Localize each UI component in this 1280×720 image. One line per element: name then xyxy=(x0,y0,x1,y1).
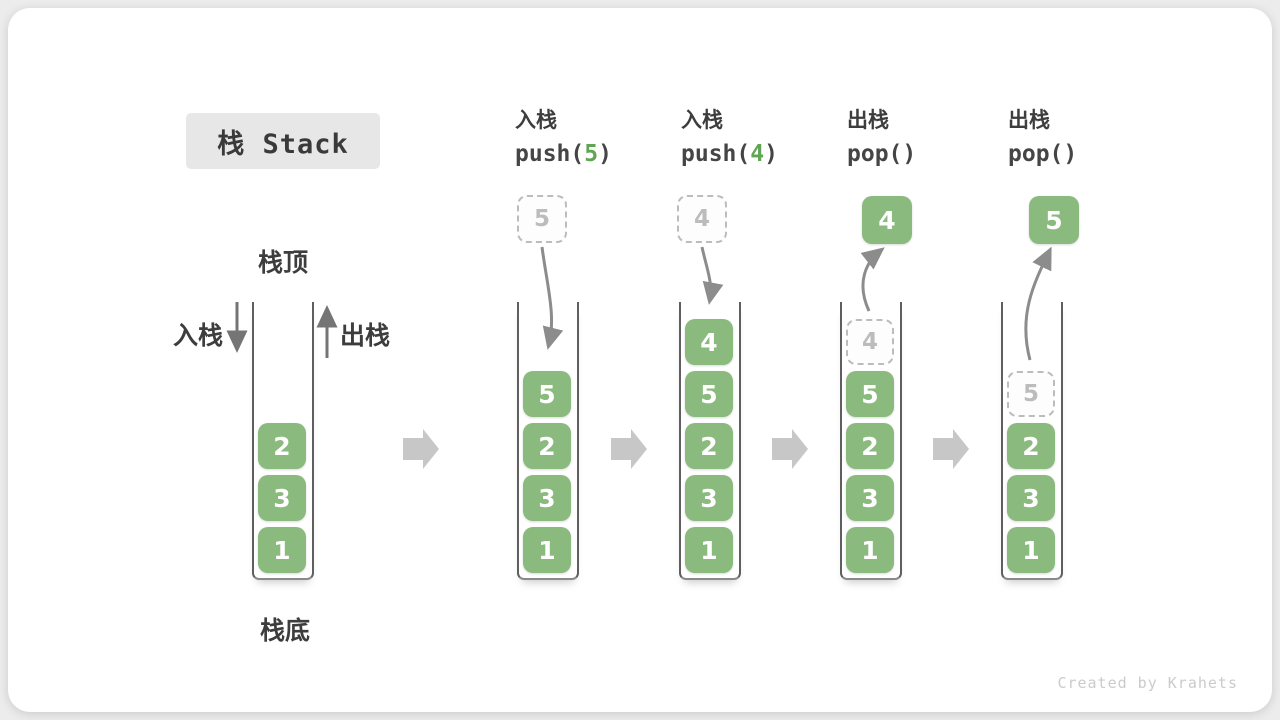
push-side-label: 入栈 xyxy=(173,322,224,350)
code-open: pop( xyxy=(1008,141,1064,167)
op-name: 出栈 xyxy=(1008,109,1050,132)
pop-side-label: 出栈 xyxy=(340,322,391,350)
code-arg: 5 xyxy=(584,141,599,167)
diagram-title-text: 栈 Stack xyxy=(217,128,349,160)
op-label-pop-5: 出栈 pop() xyxy=(1008,106,1077,172)
code-arg: 4 xyxy=(750,141,765,167)
op-label-push-5: 入栈 push(5) xyxy=(515,106,612,172)
stack-bottom-label: 栈底 xyxy=(259,617,310,645)
stack-cell: 3 xyxy=(685,475,733,521)
stack-top-label: 栈顶 xyxy=(257,249,308,277)
floating-popped-value: 5 xyxy=(1029,196,1079,244)
code-open: push( xyxy=(681,141,751,167)
floating-push-value: 5 xyxy=(517,195,567,243)
stack-cell: 1 xyxy=(523,527,571,573)
op-code: push(5) xyxy=(515,136,612,172)
stack-cell: 3 xyxy=(846,475,894,521)
stack-cell: 3 xyxy=(523,475,571,521)
op-name: 入栈 xyxy=(681,109,723,132)
stack-cell: 1 xyxy=(1007,527,1055,573)
stack-cell: 3 xyxy=(1007,475,1055,521)
stack-cell: 5 xyxy=(523,371,571,417)
stack-cell: 1 xyxy=(258,527,306,573)
stack-cell: 2 xyxy=(1007,423,1055,469)
stack-cell: 2 xyxy=(846,423,894,469)
op-code: pop() xyxy=(847,136,916,172)
code-close: ) xyxy=(902,141,917,167)
op-code: push(4) xyxy=(681,136,778,172)
stack-cell: 2 xyxy=(685,423,733,469)
floating-push-value: 4 xyxy=(677,195,727,243)
stack-cell: 4 xyxy=(685,319,733,365)
code-close: ) xyxy=(598,141,612,167)
stack-cell: 5 xyxy=(846,371,894,417)
watermark: Created by Krahets xyxy=(1057,674,1238,692)
op-label-push-4: 入栈 push(4) xyxy=(681,106,778,172)
code-close: ) xyxy=(764,141,778,167)
stack-cell: 2 xyxy=(523,423,571,469)
op-code: pop() xyxy=(1008,136,1077,172)
code-open: pop( xyxy=(847,141,903,167)
op-name: 出栈 xyxy=(847,109,889,132)
stack-cell: 1 xyxy=(846,527,894,573)
diagram-title: 栈 Stack xyxy=(186,113,380,169)
op-label-pop-4: 出栈 pop() xyxy=(847,106,916,172)
stack-cell: 3 xyxy=(258,475,306,521)
stack-cell: 1 xyxy=(685,527,733,573)
code-open: push( xyxy=(515,141,585,167)
stack-cell: 5 xyxy=(685,371,733,417)
op-name: 入栈 xyxy=(515,109,557,132)
stack-cell: 2 xyxy=(258,423,306,469)
code-close: ) xyxy=(1063,141,1078,167)
stack-cell-ghost: 5 xyxy=(1007,371,1055,417)
stack-cell-ghost: 4 xyxy=(846,319,894,365)
floating-popped-value: 4 xyxy=(862,196,912,244)
